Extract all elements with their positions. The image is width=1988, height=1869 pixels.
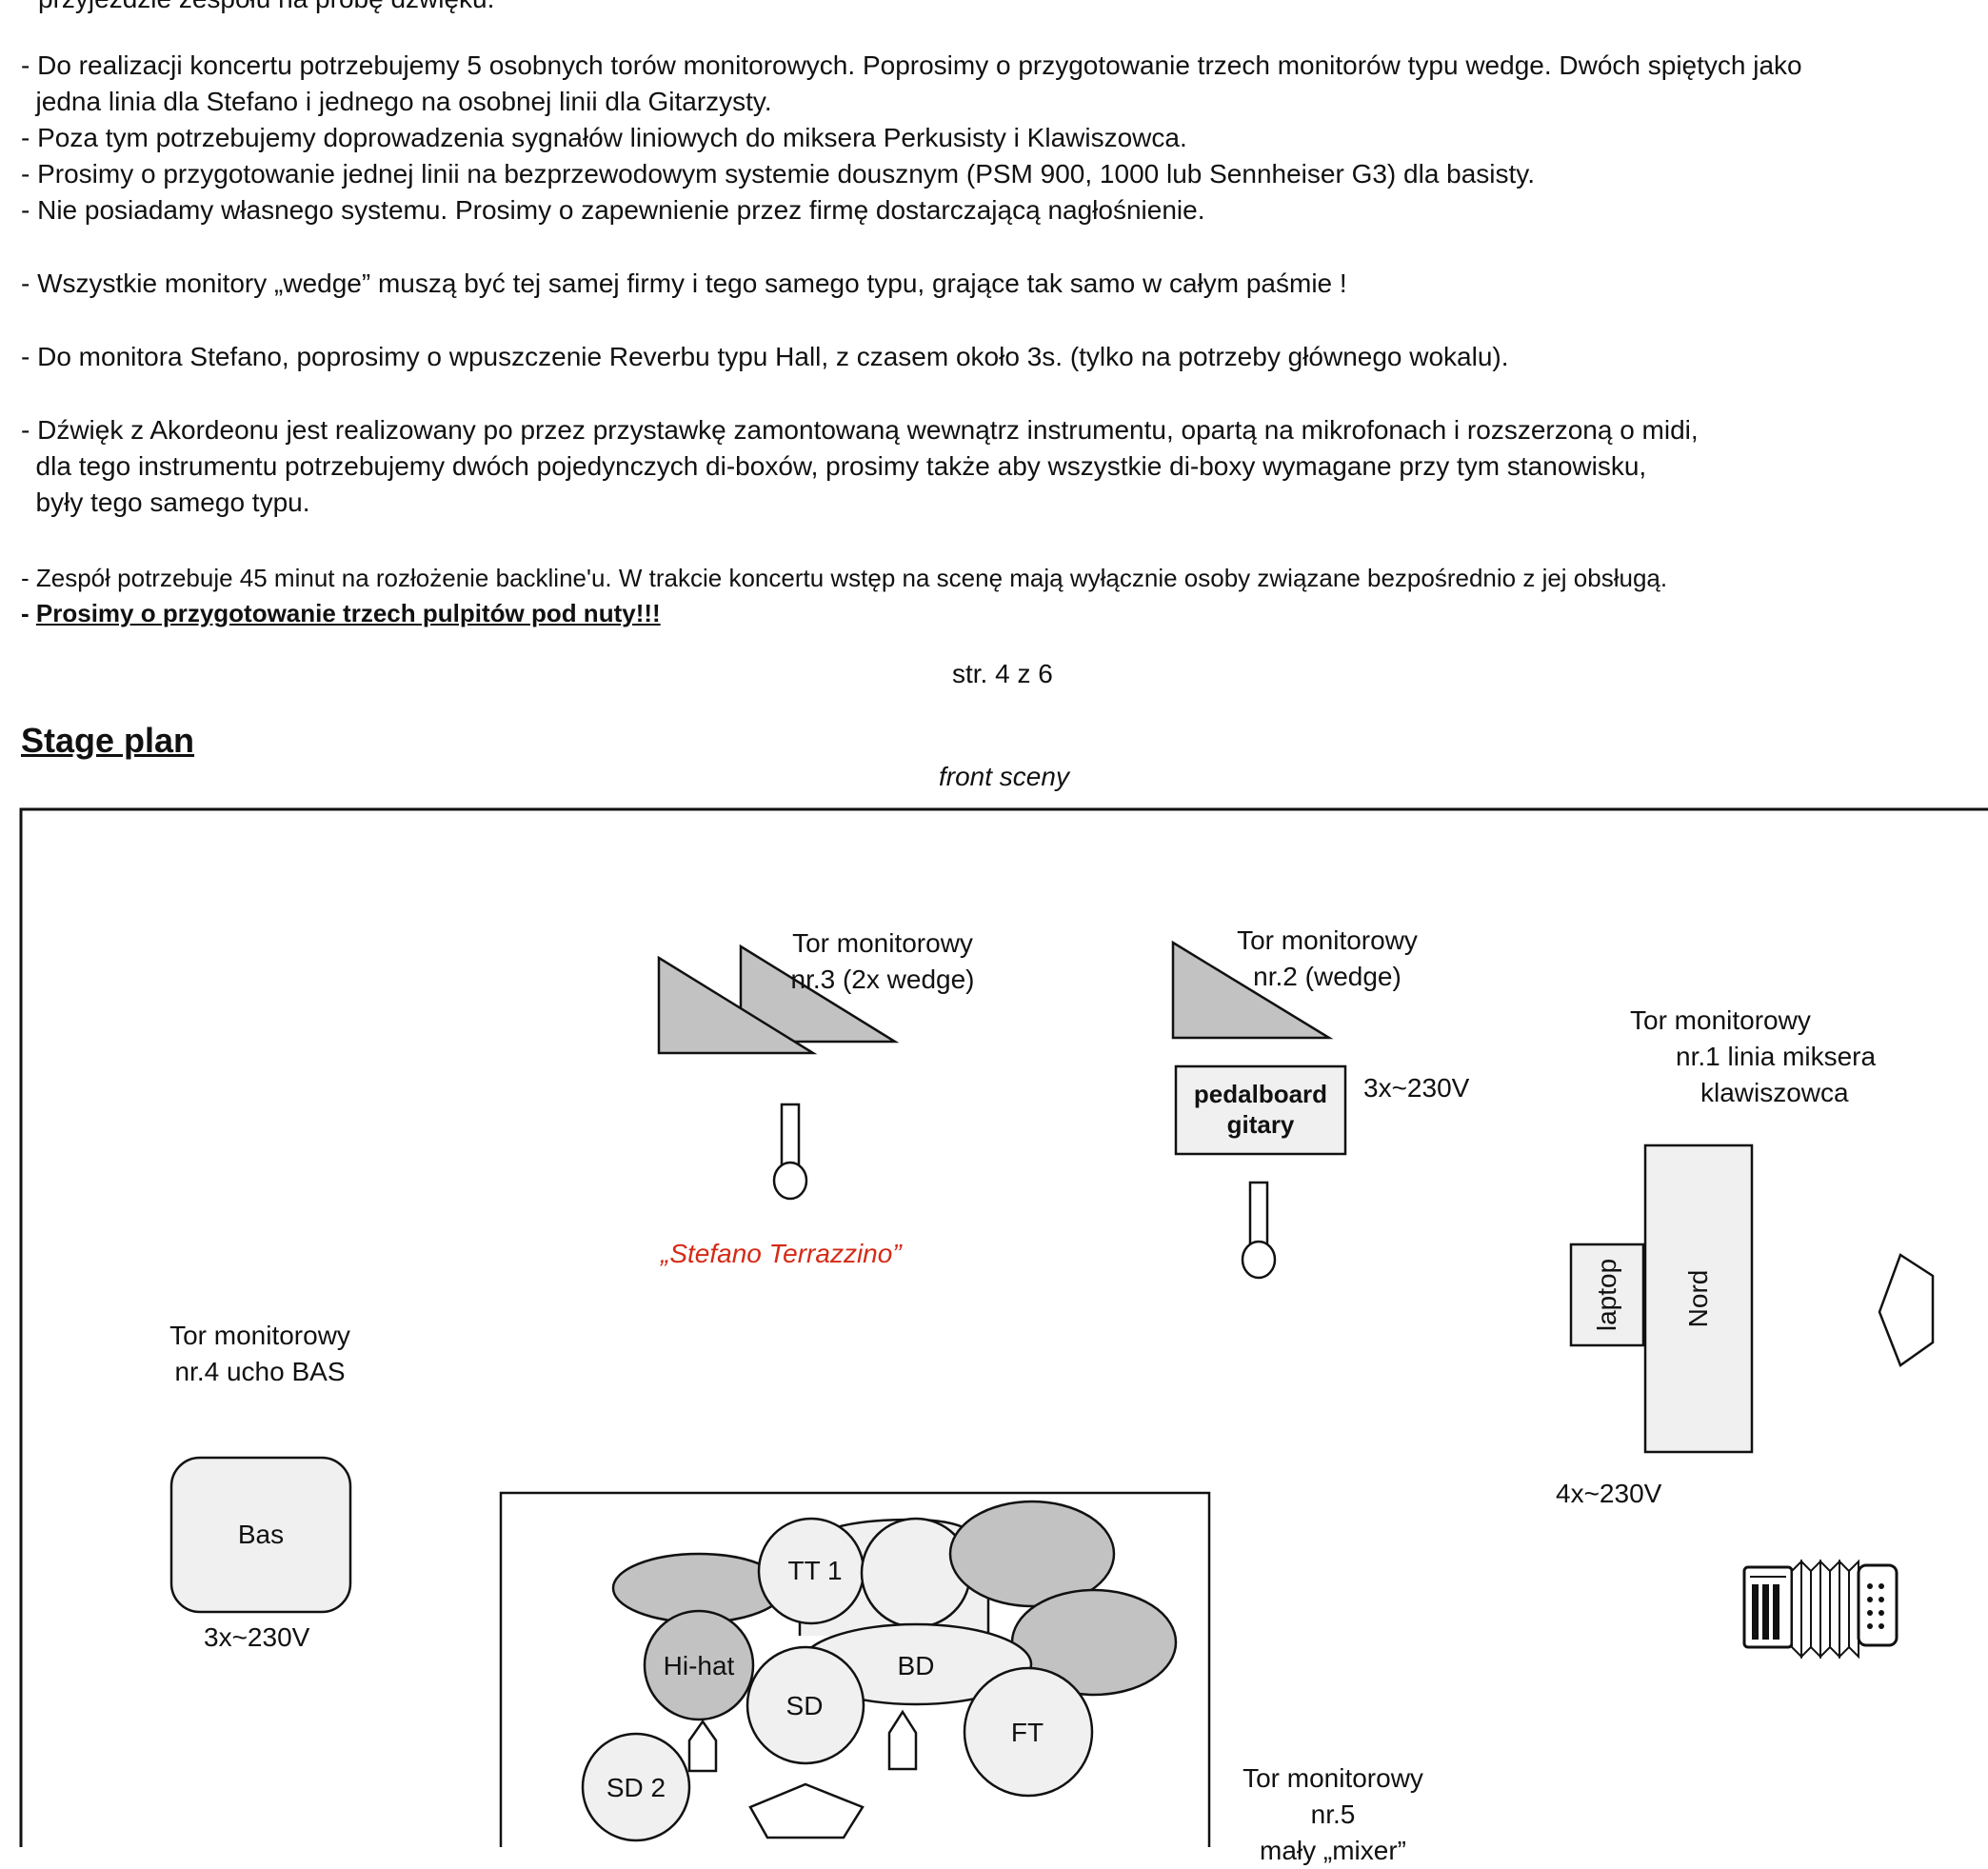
ride-cymbal <box>948 1500 1116 1608</box>
bold-prefix: - <box>21 599 36 627</box>
monitor-2-line-2: nr.2 (wedge) <box>1253 962 1402 991</box>
power-guitar: 3x~230V <box>1363 1073 1470 1103</box>
rider-line-accordion-type: były tego samego typu. <box>21 487 310 517</box>
hihat-pedal <box>687 1719 718 1773</box>
monitor-5-label: Tor monitorowy nr.5 mały „mixer” <box>1228 1760 1438 1869</box>
rider-cut-line: przyjeździe zespołu na próbę dźwięku. <box>38 0 494 17</box>
bass-amp-label: Bas <box>237 1520 285 1549</box>
bass-drum-label: BD <box>897 1651 935 1680</box>
pedalboard-line-1: pedalboard <box>1193 1080 1328 1108</box>
drum-kit <box>581 1500 1178 1842</box>
laptop-box <box>1569 1243 1645 1347</box>
monitor-3-line-2: nr.3 (2x wedge) <box>790 964 975 994</box>
page-number: str. 4 z 6 <box>952 659 1053 688</box>
pedalboard-box <box>1174 1064 1347 1156</box>
rider-line-accordion-di: dla tego instrumentu potrzebujemy dwóch … <box>21 451 1647 481</box>
monitor-3-label: Tor monitorowy nr.3 (2x wedge) <box>779 925 986 998</box>
drum-riser <box>499 1491 1211 1847</box>
rider-line-backline: - Zespół potrzebuje 45 minut na rozłożen… <box>21 564 1668 592</box>
power-bass: 3x~230V <box>204 1622 310 1652</box>
guitar-mic <box>1241 1181 1277 1280</box>
keys-side-monitor <box>1878 1253 1935 1367</box>
monitor-5-line-3: mały „mixer” <box>1260 1836 1406 1865</box>
floor-tom <box>963 1666 1094 1798</box>
monitor-3-line-1: Tor monitorowy <box>792 928 973 958</box>
rider-line-line-signals: - Poza tym potrzebujemy doprowadzenia sy… <box>21 123 1187 152</box>
monitor-5-line-1: Tor monitorowy <box>1242 1763 1423 1793</box>
rider-line-accordion: - Dźwięk z Akordeonu jest realizowany po… <box>21 415 1699 445</box>
rider-line-wedge-same: - Wszystkie monitory „wedge” muszą być t… <box>21 268 1347 298</box>
stage-plan-heading: Stage plan <box>21 721 195 760</box>
rider-line-monitors: - Do realizacji koncertu potrzebujemy 5 … <box>21 50 1802 80</box>
tom-1-label: TT 1 <box>787 1556 843 1585</box>
tom-2 <box>860 1517 972 1629</box>
monitor-1-line-2: nr.1 linia miksera <box>1676 1042 1877 1071</box>
rider-line-own-system: - Nie posiadamy własnego systemu. Prosim… <box>21 195 1205 225</box>
drum-throne <box>748 1782 865 1839</box>
rider-line-reverb: - Do monitora Stefano, poprosimy o wpusz… <box>21 342 1509 371</box>
monitor-1-line-1: Tor monitorowy <box>1630 1005 1811 1035</box>
kick-pedal <box>887 1709 918 1771</box>
wedge-monitor-3a <box>657 955 818 1055</box>
snare-drum <box>746 1645 865 1765</box>
hi-hat-label: Hi-hat <box>663 1651 735 1680</box>
vocalist-name: „Stefano Terrazzino” <box>661 1239 902 1268</box>
snare-drum-2 <box>581 1732 691 1842</box>
monitor-5-line-2: nr.5 <box>1310 1799 1356 1829</box>
front-label: front sceny <box>939 762 1069 791</box>
monitor-4-line-2: nr.4 ucho BAS <box>174 1357 346 1386</box>
bass-amp <box>169 1456 352 1614</box>
monitor-1-line-3: klawiszowca <box>1700 1078 1849 1107</box>
snare-label: SD <box>785 1691 824 1720</box>
power-keys: 4x~230V <box>1556 1479 1662 1508</box>
vocal-mic <box>772 1103 808 1201</box>
rider-line-monitors-cont: jedna linia dla Stefano i jednego na oso… <box>21 87 772 116</box>
floor-tom-label: FT <box>1010 1718 1044 1747</box>
rider-line-in-ear: - Prosimy o przygotowanie jednej linii n… <box>21 159 1536 189</box>
stage-outline <box>19 807 1988 1847</box>
monitor-1-label: Tor monitorowy nr.1 linia miksera klawis… <box>1619 1003 1904 1111</box>
pedalboard-label: pedalboard gitary <box>1176 1079 1345 1140</box>
monitor-4-line-1: Tor monitorowy <box>169 1321 350 1350</box>
nord-label: Nord <box>1683 1269 1713 1328</box>
wedge-monitor-3b <box>739 944 900 1044</box>
laptop-label: laptop <box>1592 1258 1621 1332</box>
music-stands-request: Prosimy o przygotowanie trzech pulpitów … <box>35 599 661 627</box>
monitor-4-label: Tor monitorowy nr.4 ucho BAS <box>150 1318 369 1390</box>
nord-keyboard <box>1643 1143 1754 1454</box>
monitor-2-line-1: Tor monitorowy <box>1237 925 1418 955</box>
accordion-icon <box>1742 1559 1899 1660</box>
monitor-2-label: Tor monitorowy nr.2 (wedge) <box>1223 923 1432 995</box>
pedalboard-line-2: gitary <box>1226 1110 1295 1139</box>
rider-line-music-stands: - Prosimy o przygotowanie trzech pulpitó… <box>21 595 661 631</box>
wedge-monitor-2 <box>1171 940 1334 1040</box>
hi-hat <box>643 1609 755 1721</box>
snare-2-label: SD 2 <box>606 1773 666 1802</box>
